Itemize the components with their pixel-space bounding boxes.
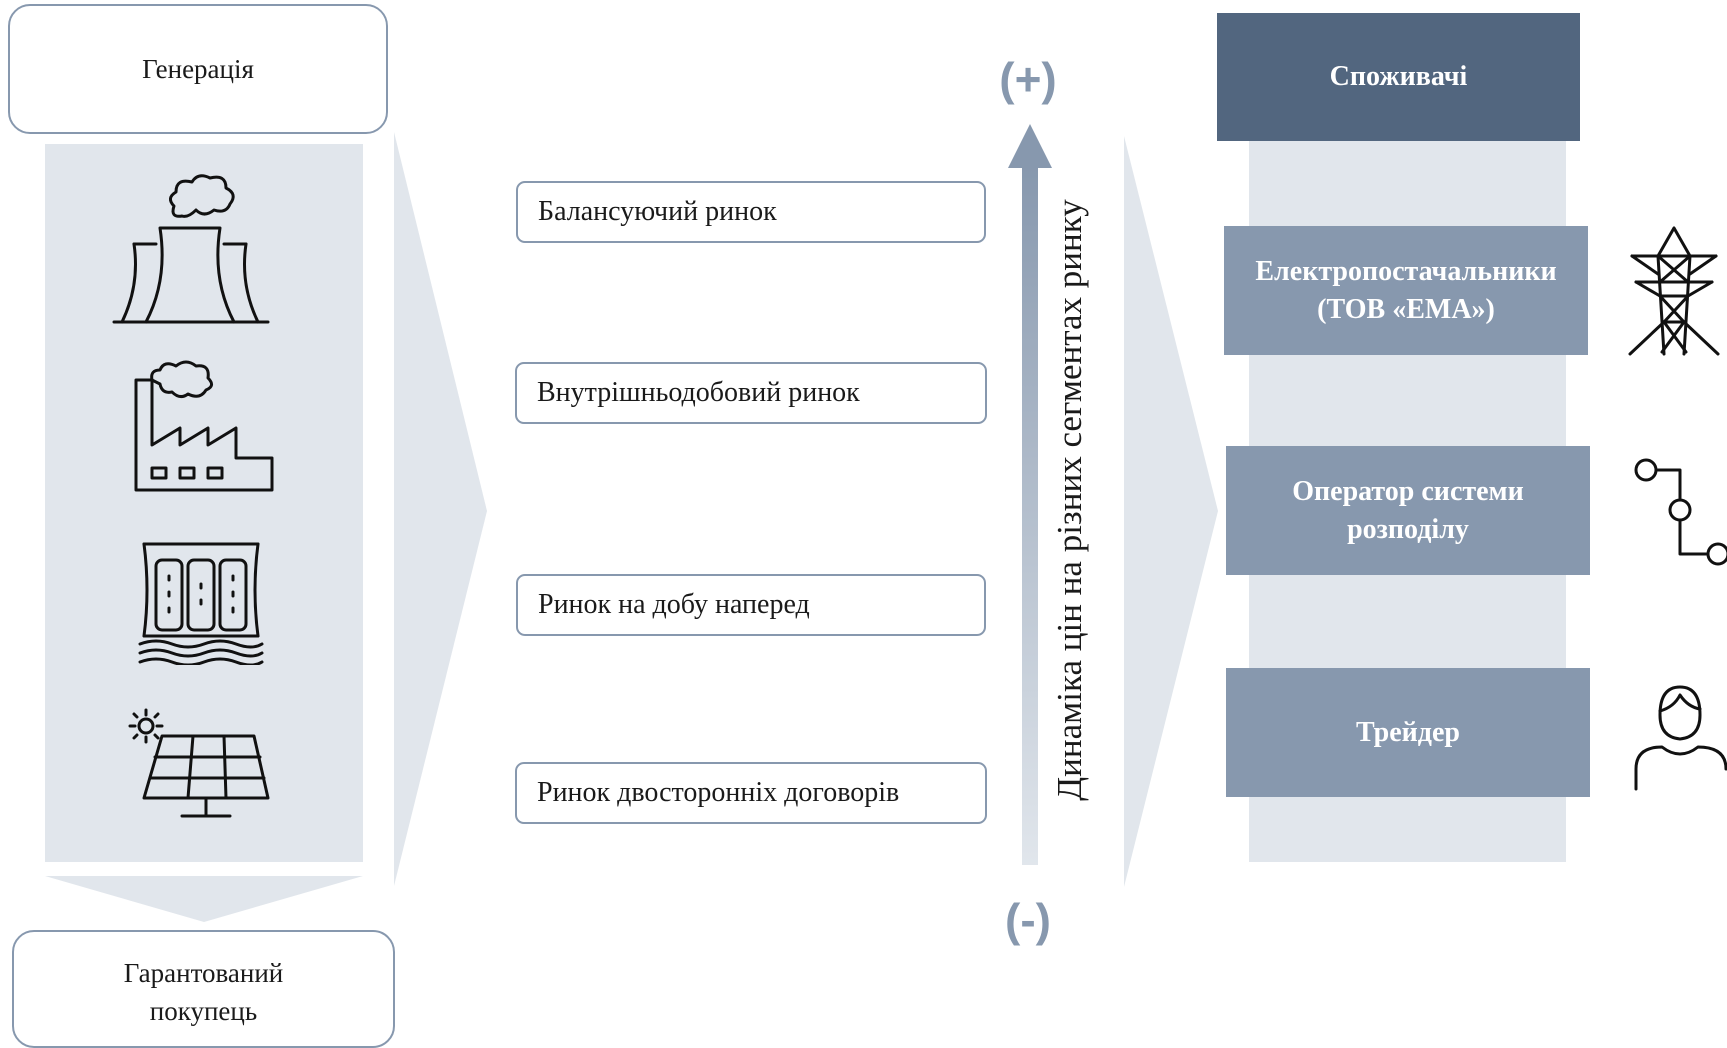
generation-title: Генерація <box>142 53 254 84</box>
market-day-ahead-box: Ринок на добу наперед <box>516 574 986 636</box>
price-arrow-head <box>1008 124 1052 168</box>
supplier-label-line1: Електропостачальники <box>1255 255 1557 287</box>
hydro-dam-icon <box>138 542 264 665</box>
market-bilateral-box: Ринок двосторонніх договорів <box>515 762 987 824</box>
market-intraday-box: Внутрішньодобовий ринок <box>515 362 987 424</box>
price-arrow-shaft <box>1022 166 1038 865</box>
generation-strip <box>45 144 363 862</box>
right-chevron <box>1124 136 1218 887</box>
consumers-box: Споживачі <box>1217 13 1580 141</box>
operator-label-line2: розподілу <box>1347 513 1469 545</box>
trader-label: Трейдер <box>1356 716 1460 748</box>
guaranteed-buyer-label: Гарантований покупець <box>123 957 284 1026</box>
left-chevron <box>394 132 487 886</box>
generation-box: Генерація <box>8 4 388 134</box>
market-label: Ринок на добу наперед <box>538 589 810 620</box>
solar-panel-icon <box>128 708 270 818</box>
supplier-label-line2: (ТОВ «ЕМА») <box>1317 293 1495 325</box>
person-icon <box>1634 685 1727 791</box>
down-chevron <box>45 876 363 922</box>
market-balancing-box: Балансуючий ринок <box>516 181 986 243</box>
price-plus-label: (+) <box>999 53 1057 105</box>
factory-icon <box>134 360 274 492</box>
supplier-box: Електропостачальники (ТОВ «ЕМА») <box>1224 226 1588 355</box>
market-label: Внутрішньодобовий ринок <box>537 377 860 408</box>
guaranteed-buyer-box: Гарантований покупець <box>12 930 395 1048</box>
price-caption-wrapper: Динаміка цін на різних сегментах ринку <box>1040 180 1100 820</box>
consumers-label: Споживачі <box>1329 61 1468 93</box>
trader-box: Трейдер <box>1226 668 1590 797</box>
transmission-tower-icon <box>1628 226 1720 356</box>
operator-label-line1: Оператор системи <box>1292 475 1524 507</box>
market-label: Балансуючий ринок <box>538 196 777 227</box>
cooling-tower-power-plant-icon <box>112 174 270 324</box>
price-minus-label: (-) <box>1005 894 1051 946</box>
price-dynamics-caption: Динаміка цін на різних сегментах ринку <box>1050 199 1089 801</box>
network-nodes-icon <box>1634 458 1727 566</box>
operator-box: Оператор системи розподілу <box>1226 446 1590 575</box>
market-label: Ринок двосторонніх договорів <box>537 777 900 808</box>
